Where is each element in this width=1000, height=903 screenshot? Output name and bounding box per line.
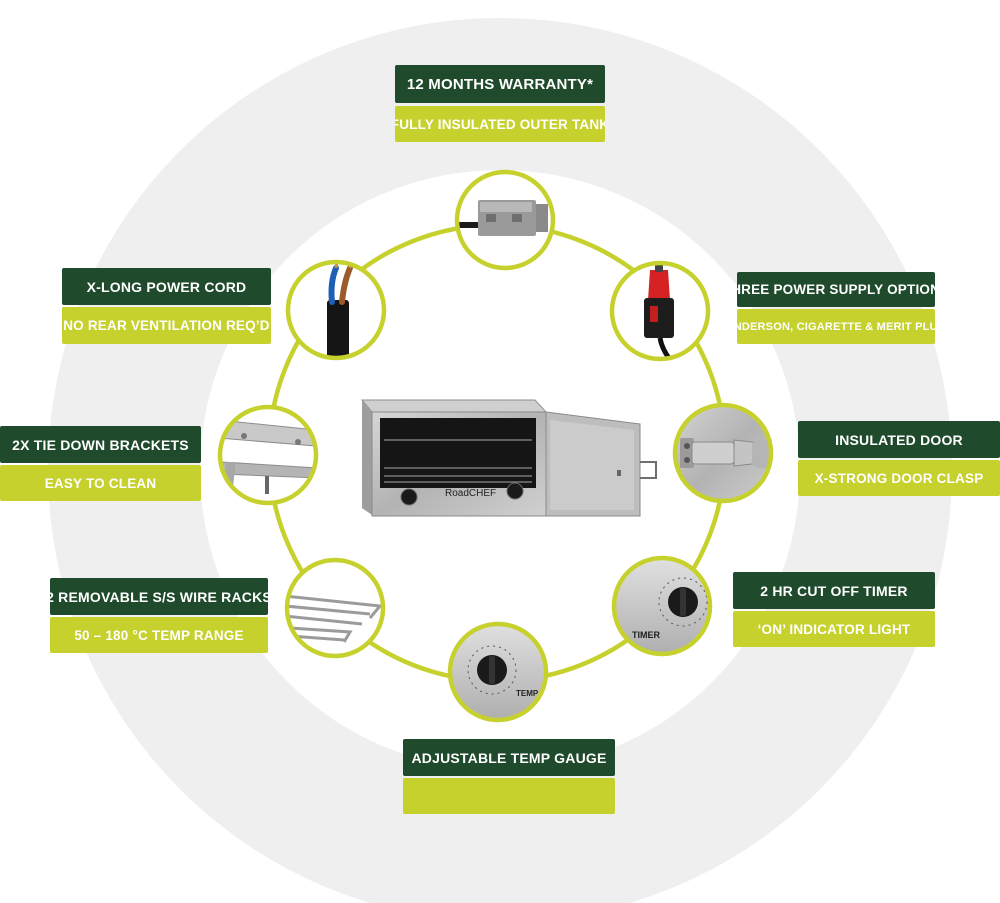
power-supply-subtitle: ANDERSON, CIGARETTE & MERIT PLUG (737, 309, 935, 344)
tie-down-bracket-icon (217, 404, 319, 506)
power-cord-subtitle: NO REAR VENTILATION REQ’D (62, 307, 271, 344)
warranty-subtitle: FULLY INSULATED OUTER TANK (395, 106, 605, 142)
wire-racks-subtitle: 50 – 180 °C TEMP RANGE (50, 617, 268, 653)
temp-text: TEMP °C (516, 689, 550, 698)
power-cord-title: X-LONG POWER CORD (62, 268, 271, 305)
cigarette-plug-icon (609, 260, 711, 362)
power-supply-title: THREE POWER SUPPLY OPTIONS (737, 272, 935, 307)
oven-brand: RoadCHEF (445, 488, 496, 499)
timer-subtitle: ‘ON’ INDICATOR LIGHT (733, 611, 935, 647)
temp-gauge-title: ADJUSTABLE TEMP GAUGE (403, 739, 615, 776)
wire-racks-title: 2 REMOVABLE S/S WIRE RACKS (50, 578, 268, 615)
power-cord-icon (285, 259, 387, 361)
anderson-plug-icon (454, 169, 556, 271)
timer-knob-icon: TIMER (611, 555, 713, 657)
wire-rack-icon (284, 557, 386, 659)
warranty-title: 12 MONTHS WARRANTY* (395, 65, 605, 103)
brackets-title: 2X TIE DOWN BRACKETS (0, 426, 201, 463)
brackets-subtitle: EASY TO CLEAN (0, 465, 201, 501)
door-title: INSULATED DOOR (798, 421, 1000, 458)
timer-text: TIMER (632, 630, 660, 640)
oven-image: RoadCHEF (360, 399, 657, 517)
door-clasp-icon (672, 402, 774, 504)
timer-title: 2 HR CUT OFF TIMER (733, 572, 935, 609)
temperature-knob-icon: TEMP °C (447, 621, 550, 723)
temp-gauge-subtitle (403, 778, 615, 814)
door-subtitle: X-STRONG DOOR CLASP (798, 460, 1000, 496)
